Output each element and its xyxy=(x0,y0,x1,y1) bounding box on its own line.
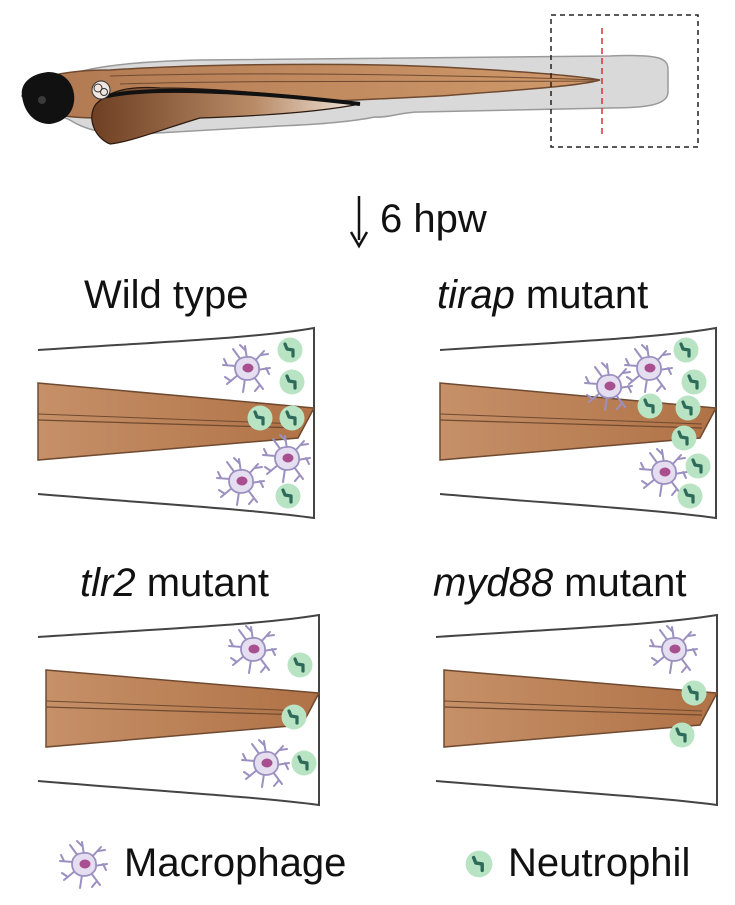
neutrophil-icon xyxy=(676,482,704,510)
panel-tlr2-tail xyxy=(37,613,321,807)
macrophage-icon xyxy=(216,457,265,506)
macrophage-icon xyxy=(241,739,290,788)
panel-title-suffix: mutant xyxy=(135,561,269,605)
neutrophil-icon xyxy=(674,394,702,422)
neutrophil-icon xyxy=(670,424,698,452)
panel-title-suffix: mutant xyxy=(514,273,649,317)
larva-head xyxy=(21,72,75,124)
legend-neutrophil-label: Neutrophil xyxy=(508,841,691,885)
macrophage-icon xyxy=(649,625,698,674)
neutrophil-icon xyxy=(280,703,308,731)
amputation-region-box xyxy=(550,14,699,148)
gene-name: tirap xyxy=(437,273,515,317)
macrophage-icon xyxy=(222,344,271,393)
neutrophil-icon xyxy=(278,368,306,396)
neutrophil-icon xyxy=(286,651,314,679)
neutrophil-icon xyxy=(680,679,708,707)
yolk-sac xyxy=(91,86,361,145)
time-arrow xyxy=(349,196,369,249)
panel-tirap-tail xyxy=(439,326,718,520)
macrophage-icon xyxy=(59,840,108,889)
gene-name: myd88 xyxy=(433,561,554,605)
panel-myd88-tail xyxy=(435,613,719,807)
neutrophil-icon xyxy=(464,849,494,879)
panel-title-wild-type: Wild type xyxy=(84,272,249,318)
panel-wt-tail xyxy=(37,326,316,520)
macrophage-icon xyxy=(262,434,311,483)
legend-macrophage-label: Macrophage xyxy=(124,841,347,885)
neutrophil-icon xyxy=(684,452,712,480)
neutrophil-icon xyxy=(276,336,304,364)
neutrophil-icon xyxy=(274,482,302,510)
panel-title-tlr2: tlr2 mutant xyxy=(80,560,269,606)
neutrophil-icon xyxy=(290,749,318,777)
panel-title-tirap: tirap mutant xyxy=(437,272,648,318)
macrophage-icon xyxy=(228,625,277,674)
gene-name: tlr2 xyxy=(80,561,136,605)
neutrophil-icon xyxy=(246,404,274,432)
panel-title-myd88: myd88 mutant xyxy=(433,560,686,606)
timepoint-label: 6 hpw xyxy=(380,197,487,241)
neutrophil-icon xyxy=(672,336,700,364)
macrophage-icon xyxy=(624,344,673,393)
neutrophil-icon xyxy=(668,721,696,749)
neutrophil-icon xyxy=(636,392,664,420)
neutrophil-icon xyxy=(278,404,306,432)
neutrophil-icon xyxy=(680,368,708,396)
panel-title-suffix: mutant xyxy=(553,561,687,605)
larva-illustration xyxy=(21,14,699,148)
panel-title-text: Wild type xyxy=(84,273,249,317)
